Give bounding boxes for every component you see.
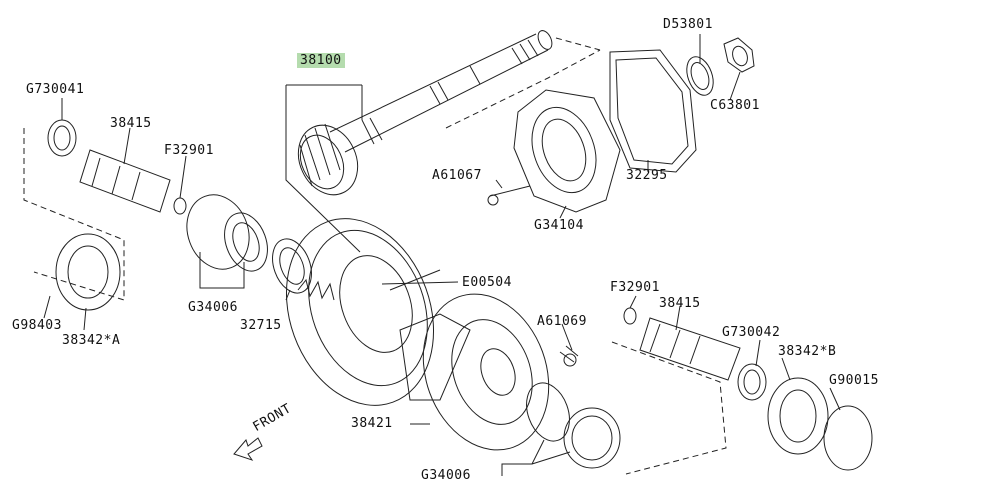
label-g34006-a[interactable]: G34006 (188, 300, 238, 315)
left-axle-parts (23, 119, 312, 311)
label-a61067[interactable]: A61067 (432, 168, 482, 183)
label-f32901-a[interactable]: F32901 (164, 143, 214, 158)
label-f32901-b[interactable]: F32901 (610, 280, 660, 295)
label-32715[interactable]: 32715 (240, 318, 282, 333)
leader-a61067 (495, 179, 503, 189)
leader-g34104 (559, 205, 567, 219)
leader-38342-b (781, 357, 791, 381)
leader-g98403 (43, 295, 51, 319)
leader-g90015 (829, 387, 841, 411)
front-arrow-icon (233, 437, 263, 461)
leader-38415-a (123, 127, 131, 165)
label-d53801[interactable]: D53801 (663, 17, 713, 32)
label-38415-a[interactable]: 38415 (110, 116, 152, 131)
label-c63801[interactable]: C63801 (710, 98, 760, 113)
leader-f32901-b (629, 295, 637, 309)
label-38100[interactable]: 38100 (297, 53, 345, 68)
label-38415-b[interactable]: 38415 (659, 296, 701, 311)
label-e00504[interactable]: E00504 (462, 275, 512, 290)
label-g730042[interactable]: G730042 (722, 325, 781, 340)
leader-38342-a (83, 307, 87, 331)
label-g98403[interactable]: G98403 (12, 318, 62, 333)
label-32295[interactable]: 32295 (626, 168, 668, 183)
label-38342-a[interactable]: 38342*A (62, 333, 121, 348)
label-g90015[interactable]: G90015 (829, 373, 879, 388)
leader-38100 (285, 84, 363, 253)
label-38421[interactable]: 38421 (351, 416, 393, 431)
leader-a61069 (561, 323, 573, 351)
leader-c63801 (729, 71, 741, 101)
right-axle-parts (611, 307, 873, 475)
retainer-and-seals (445, 37, 755, 213)
label-g34006-b[interactable]: G34006 (421, 468, 471, 483)
leader-g730042 (755, 339, 761, 367)
label-38342-b[interactable]: 38342*B (778, 344, 837, 359)
leader-e00504 (381, 281, 459, 285)
label-a61069[interactable]: A61069 (537, 314, 587, 329)
differential-case (399, 293, 621, 469)
leader-g34006-a (199, 252, 245, 289)
leader-g34006-b (501, 439, 571, 476)
leader-f32901-a (179, 155, 187, 199)
label-g34104[interactable]: G34104 (534, 218, 584, 233)
ring-gear (285, 218, 441, 406)
label-g730041[interactable]: G730041 (26, 82, 85, 97)
leader-38415-b (675, 305, 681, 331)
drive-pinion-shaft (297, 30, 553, 196)
